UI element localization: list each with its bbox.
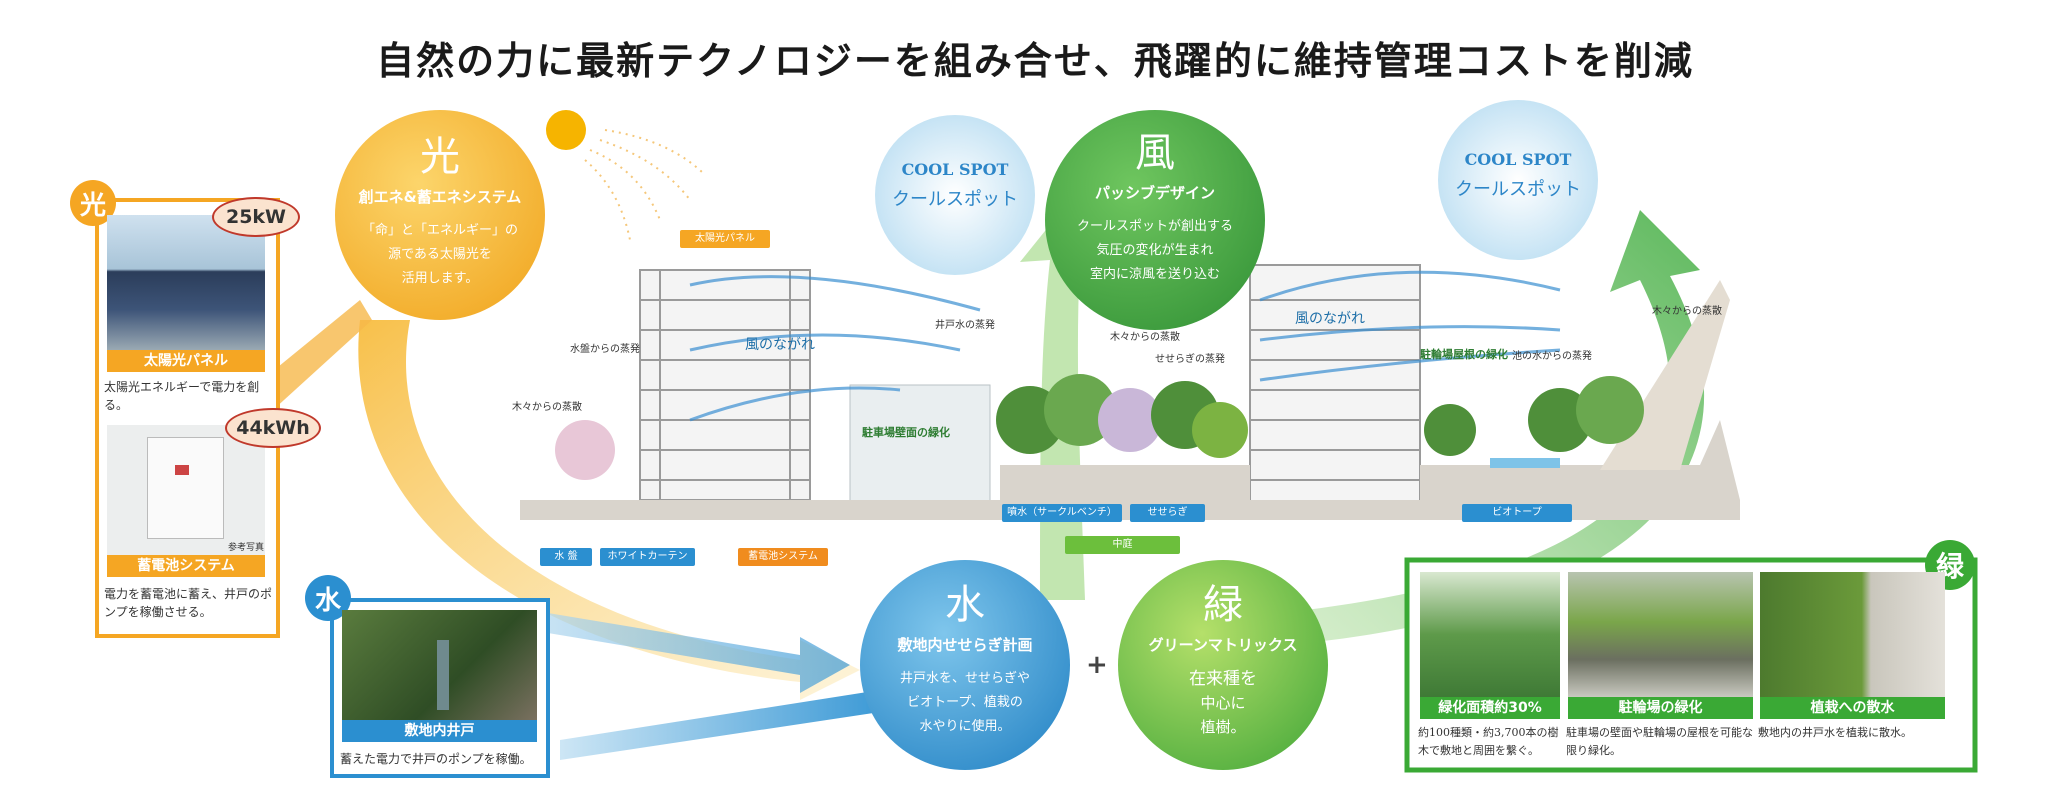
green-area-desc: 約100種類・約3,700本の樹木で敷地と周囲を繋ぐ。 (1418, 726, 1559, 757)
trees (555, 374, 1644, 480)
green-tag: 緑 (1925, 540, 1975, 590)
label-well-vapor: 井戸水の蒸発 (935, 320, 995, 331)
light-panel-connector (262, 300, 372, 420)
bike-roof-caption: 駐輪場の緑化 (1568, 697, 1753, 719)
label-stream-vapor: せせらぎの蒸発 (1155, 354, 1225, 365)
watering-photo (1760, 572, 1945, 697)
wind-flow-label-left: 風のながれ (745, 337, 815, 353)
plus-sign: + (1086, 650, 1108, 680)
chip-white-curtain: ホワイトカーテン (600, 548, 695, 566)
green-flow-arrow (1200, 210, 1705, 650)
water-bubble-line: 水やりに使用。 (919, 719, 1011, 734)
green-area-caption: 緑化面積約30% (1420, 697, 1560, 719)
bike-roof-desc: 駐車場の壁面や駐輪場の屋根を可能な限り緑化。 (1566, 726, 1753, 757)
green-area-photo (1420, 572, 1560, 697)
wind-bubble-line: クールスポットが創出する (1076, 219, 1233, 234)
building-right (1249, 264, 1421, 506)
label-tree-vapor-mid: 木々からの蒸散 (1110, 332, 1180, 343)
water-panel-arrow (470, 600, 850, 693)
light-bubble-line: 「命」と「エネルギー」の (361, 223, 518, 238)
label-tree-vapor-left: 木々からの蒸散 (512, 402, 582, 413)
battery-capacity-badge: 44kWh (225, 408, 321, 448)
solar-panel-photo (107, 215, 265, 350)
chip-battery-system: 蓄電池システム (738, 548, 828, 566)
bike-roof-photo (1568, 572, 1753, 697)
wind-bubble-line: 気圧の変化が生まれ (1096, 243, 1214, 258)
sun-icon (546, 110, 586, 150)
wind-bubble-glyph: 風 (1135, 130, 1175, 176)
chip-stream: せせらぎ (1130, 504, 1205, 522)
light-bubble-line: 源である太陽光を (388, 247, 492, 262)
watering-desc: 敷地内の井戸水を植栽に散水。 (1758, 726, 1912, 739)
cool-spot-jp: クールスポット (892, 189, 1018, 210)
page-title: 自然の力に最新テクノロジーを組み合せ、飛躍的に維持管理コストを削減 (376, 39, 1694, 83)
watering-caption: 植栽への散水 (1760, 697, 1945, 719)
water-bubble: 水 敷地内せせらぎ計画 井戸水を、せせらぎや ビオトープ、植栽の 水やりに使用。 (860, 560, 1070, 770)
water-flow-arrow (560, 690, 880, 760)
battery-photo (107, 425, 265, 555)
cool-spot-right: COOL SPOT クールスポット (1423, 150, 1613, 201)
battery-desc: 電力を蓄電池に蓄え、井戸のポンプを稼働させる。 (104, 587, 273, 619)
label-parking-green: 駐車場壁面の緑化 (862, 426, 950, 439)
well-photo (342, 610, 537, 720)
chip-water-basin: 水 盤 (540, 548, 592, 566)
chip-biotope: ビオトープ (1462, 504, 1572, 522)
wind-bubble-heading: パッシブデザイン (1094, 184, 1215, 202)
water-bubble-line: 井戸水を、せせらぎや (899, 671, 1030, 686)
biotope-pond (1490, 458, 1560, 468)
green-bubble-line: 在来種を (1189, 669, 1257, 689)
ground (520, 420, 1740, 520)
label-bike-roof: 駐輪場屋根の緑化 (1420, 348, 1508, 361)
cool-spot-glow (875, 115, 1035, 275)
cool-spot-en: COOL SPOT (901, 160, 1009, 179)
solar-panel-desc: 太陽光エネルギーで電力を創る。 (104, 380, 260, 412)
water-tag: 水 (305, 575, 351, 621)
light-bubble-glyph: 光 (420, 134, 460, 180)
building-left (639, 269, 811, 501)
green-bubble-glyph: 緑 (1203, 582, 1243, 628)
green-bubble-heading: グリーンマトリックス (1148, 636, 1298, 654)
solar-capacity-badge: 25kW (212, 197, 300, 237)
water-bubble-heading: 敷地内せせらぎ計画 (897, 636, 1033, 654)
water-bubble-glyph: 水 (945, 582, 985, 628)
light-bubble: 光 創エネ&蓄エネシステム 「命」と「エネルギー」の 源である太陽光を 活用しま… (335, 110, 545, 320)
label-water-vapor: 水盤からの蒸発 (570, 344, 640, 355)
well-caption: 敷地内井戸 (342, 720, 537, 742)
wind-flow-label-right: 風のながれ (1295, 311, 1365, 327)
light-bubble-heading: 創エネ&蓄エネシステム (358, 188, 522, 206)
solar-panel-caption: 太陽光パネル (107, 350, 265, 372)
cool-spot-glow (1438, 100, 1598, 260)
chip-courtyard: 中庭 (1065, 536, 1180, 554)
chip-fountain: 噴水（サークルベンチ） (1002, 504, 1122, 522)
green-bubble-line: 植樹。 (1200, 718, 1246, 736)
battery-caption: 蓄電池システム (107, 555, 265, 577)
battery-photo-note: 参考写真 (228, 543, 265, 553)
parking-garage (849, 384, 991, 506)
wind-bubble-line: 室内に涼風を送り込む (1089, 267, 1220, 282)
cool-spot-left: COOL SPOT クールスポット (860, 160, 1050, 211)
green-bubble: 緑 グリーンマトリックス 在来種を 中心に 植樹。 (1118, 560, 1328, 770)
water-bubble-line: ビオトープ、植栽の (907, 695, 1023, 710)
cool-spot-jp: クールスポット (1455, 179, 1581, 200)
light-bubble-line: 活用します。 (401, 271, 479, 286)
wind-bubble: 風 パッシブデザイン クールスポットが創出する 気圧の変化が生まれ 室内に涼風を… (1045, 110, 1265, 330)
label-tree-vapor-right: 木々からの蒸散 (1652, 306, 1722, 317)
wind-curves (689, 270, 1561, 422)
green-bubble-line: 中心に (1200, 694, 1246, 712)
label-pond-vapor: 池の水からの蒸発 (1512, 351, 1592, 362)
well-desc: 蓄えた電力で井戸のポンプを稼働。 (340, 752, 532, 766)
cool-spot-en: COOL SPOT (1464, 150, 1572, 169)
chip-solar-panel: 太陽光パネル (680, 230, 770, 248)
